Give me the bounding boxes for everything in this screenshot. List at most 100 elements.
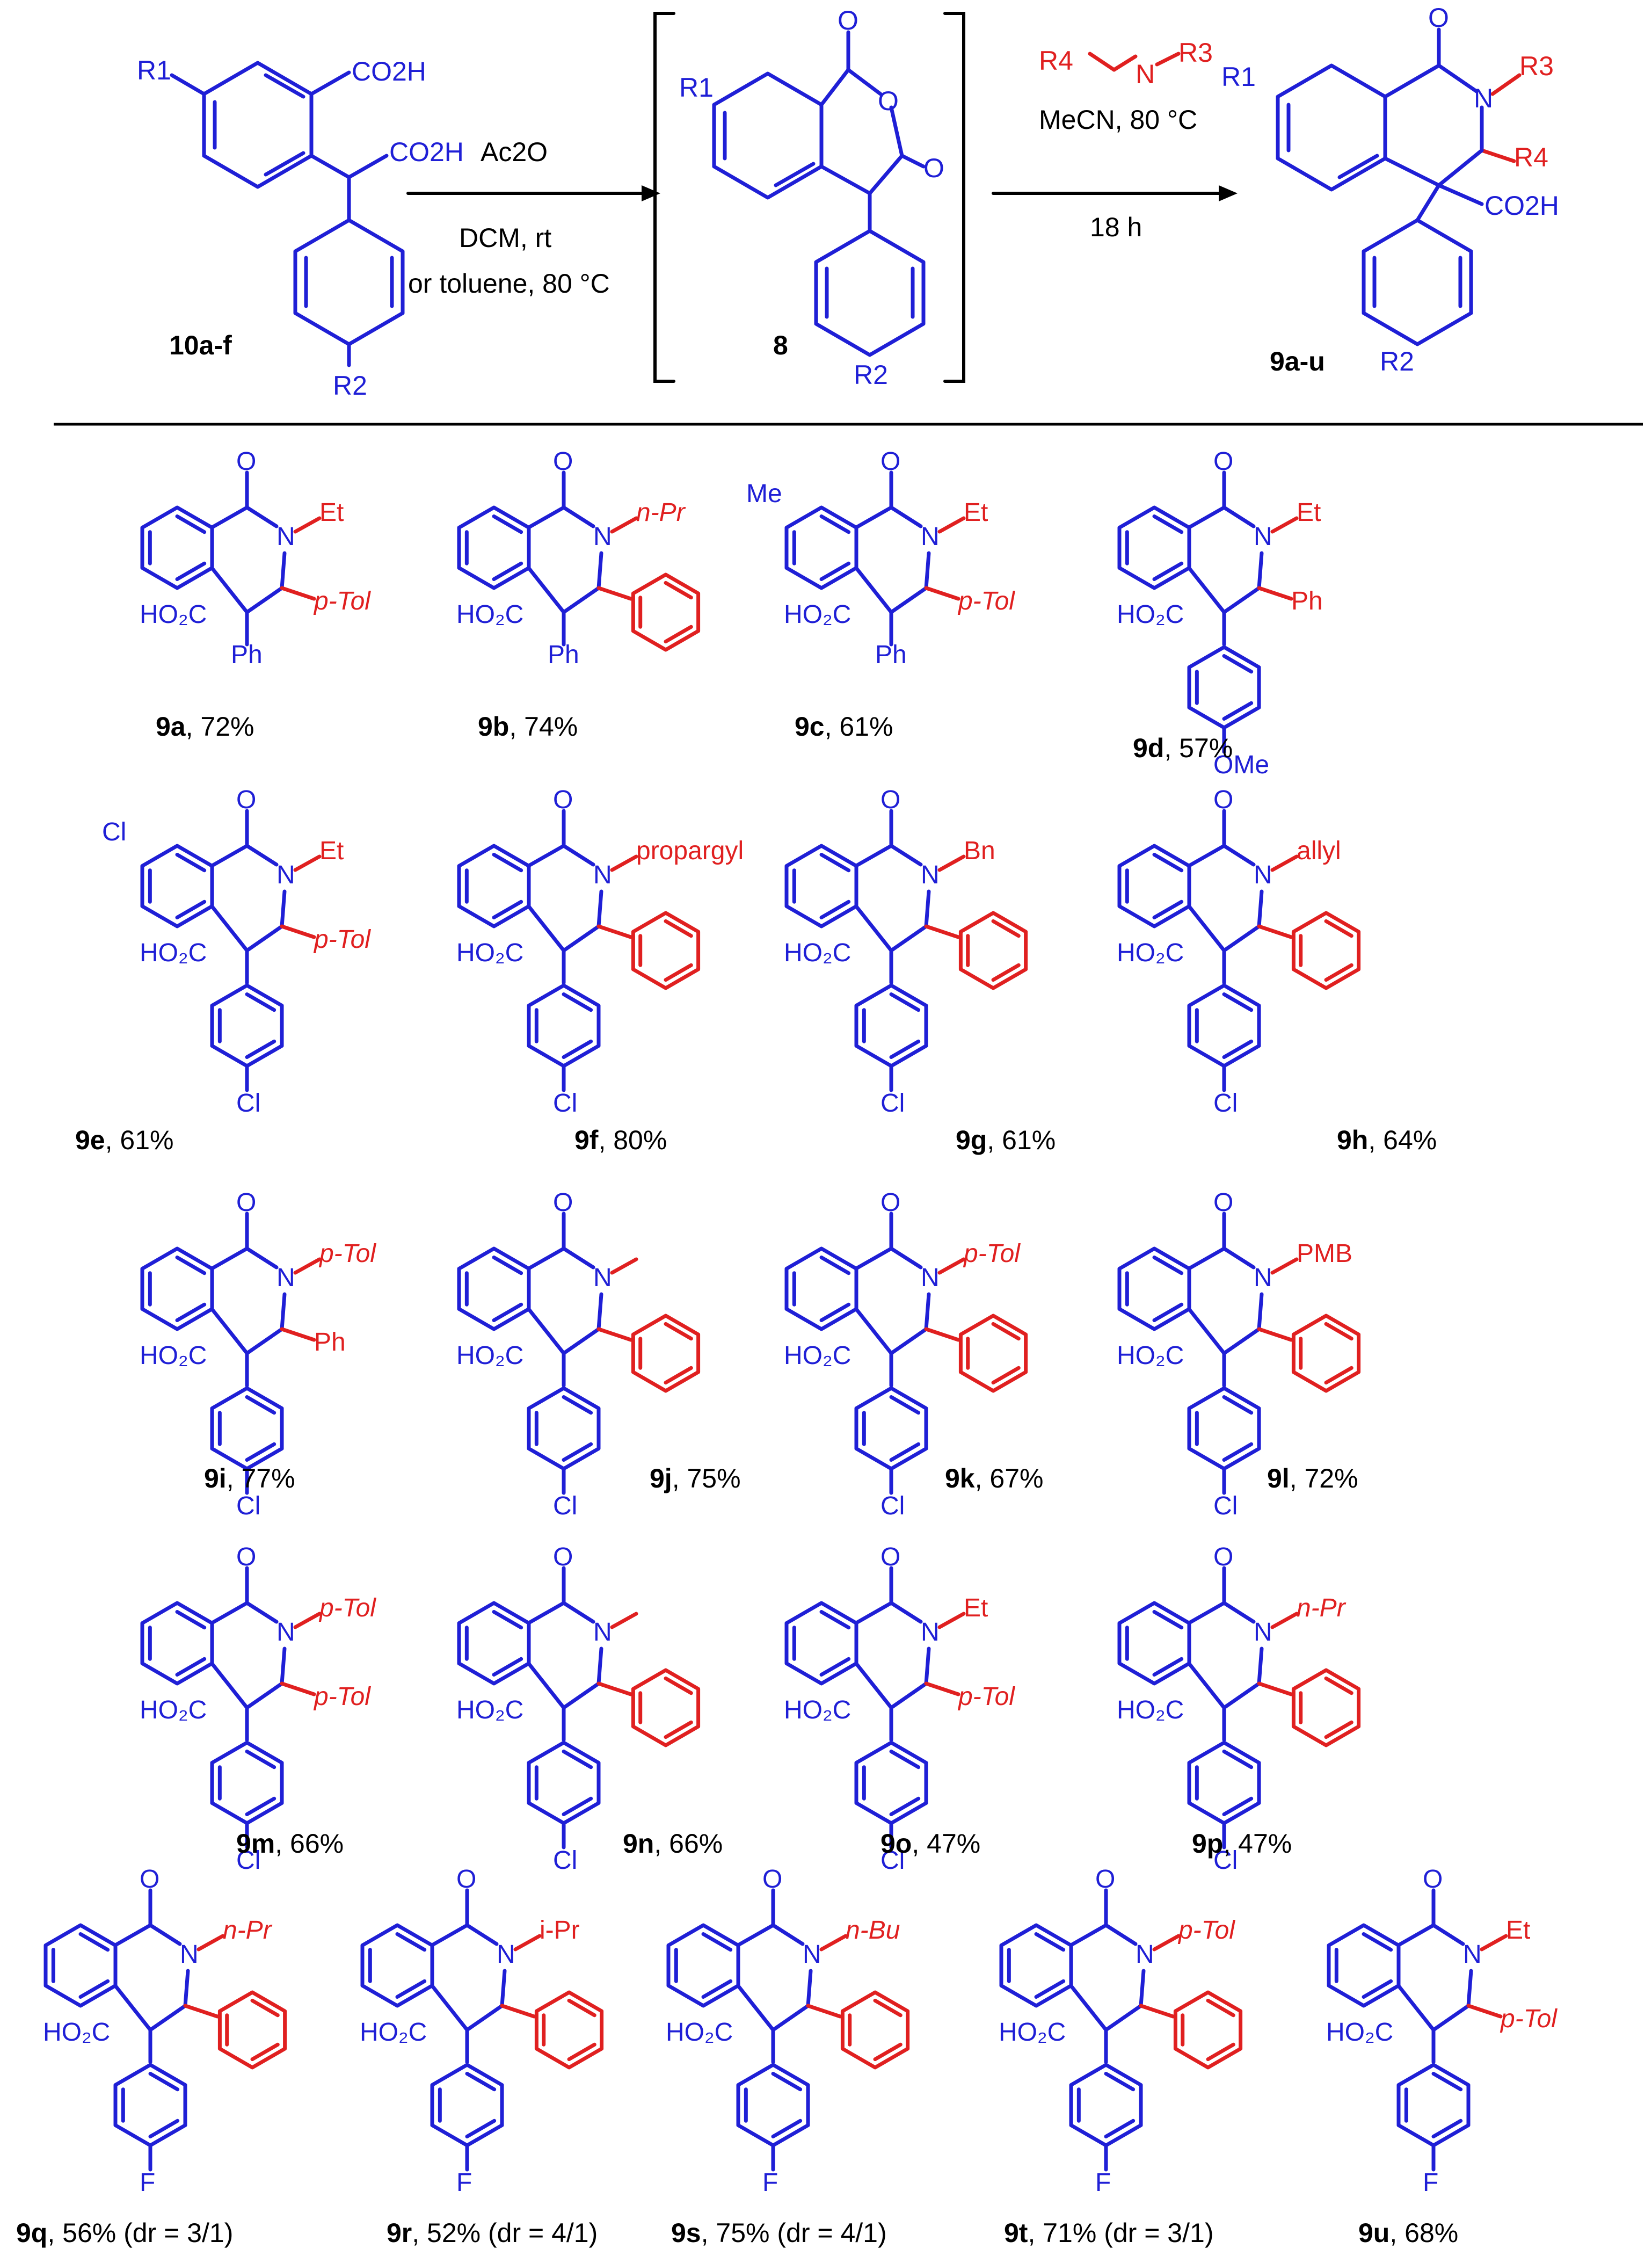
carbonyl-o: O bbox=[1423, 1865, 1443, 1894]
step2-reagent-r4: R4 bbox=[1039, 46, 1073, 76]
caption-9s: 9s, 75% (dr = 4/1) bbox=[671, 2218, 887, 2248]
n-substituent: Et bbox=[964, 1594, 988, 1622]
carbonyl-o: O bbox=[553, 1543, 573, 1571]
c4-aryl-ring bbox=[210, 983, 284, 1068]
lactam-n: N bbox=[180, 1940, 199, 1969]
co2h-label: HO₂C bbox=[140, 939, 207, 967]
lactam-n: N bbox=[276, 1618, 295, 1646]
c4-aryl-ring bbox=[854, 1386, 928, 1471]
arrow-step-2: R4 N R3 MeCN, 80 °C 18 h bbox=[992, 38, 1238, 242]
benzo-ring bbox=[457, 1246, 531, 1331]
c4-aryl-ring bbox=[210, 1740, 284, 1825]
c3-aryl-ring bbox=[1291, 911, 1361, 990]
c3-aryl-ring bbox=[631, 1314, 701, 1393]
benzo-ring bbox=[457, 1601, 531, 1686]
co2h-label: HO₂C bbox=[1326, 2018, 1393, 2047]
caption-9h: 9h, 64% bbox=[1337, 1125, 1437, 1155]
benzo-ring bbox=[784, 1246, 858, 1331]
co2h-label: HO₂C bbox=[456, 1341, 523, 1370]
c3-substituent: p-Tol bbox=[957, 1682, 1015, 1711]
carbonyl-o: O bbox=[236, 447, 256, 476]
prod-r3-label: R3 bbox=[1519, 51, 1554, 81]
aryl-para-sub: Cl bbox=[1213, 1089, 1238, 1118]
c3-substituent: p-Tol bbox=[957, 587, 1015, 615]
carbonyl-o: O bbox=[236, 786, 256, 814]
n-substituent: n-Pr bbox=[223, 1916, 273, 1945]
n-substituent: propargyl bbox=[636, 837, 744, 865]
prod-r2-label: R2 bbox=[1380, 346, 1414, 376]
benzo-ring bbox=[1117, 505, 1191, 590]
carbonyl-o: O bbox=[1095, 1865, 1115, 1894]
c4-aryl-ring bbox=[113, 2063, 187, 2148]
product-9: R1 O N R3 R4 CO2H R2 9a-u bbox=[1221, 3, 1559, 376]
c3-aryl-ring bbox=[534, 1990, 604, 2070]
caption-9o: 9o, 47% bbox=[880, 1829, 980, 1859]
co2h-label: HO₂C bbox=[784, 1696, 851, 1724]
aryl-para-sub: Cl bbox=[236, 1089, 260, 1118]
aryl-para-sub: F bbox=[1423, 2168, 1438, 2197]
n-substituent: Et bbox=[319, 837, 344, 865]
n-substituent: allyl bbox=[1297, 837, 1341, 865]
benzo-ring bbox=[140, 1601, 214, 1686]
aryl-para-sub: Cl bbox=[236, 1492, 260, 1520]
caption-9c: 9c, 61% bbox=[795, 712, 893, 742]
c4-aryl-ring bbox=[1187, 1386, 1261, 1471]
co2h-label-1: CO2H bbox=[352, 56, 426, 86]
lactam-n: N bbox=[921, 523, 940, 551]
c3-substituent: Ph bbox=[1291, 587, 1323, 615]
c4-aryl-ring bbox=[430, 2063, 504, 2148]
caption-9l: 9l, 72% bbox=[1267, 1463, 1358, 1493]
co2h-label: HO₂C bbox=[456, 600, 523, 629]
starting-material-10: R1 CO2H CO2H R2 10a-f bbox=[137, 55, 464, 401]
c4-aryl-ring bbox=[527, 1386, 601, 1471]
carbonyl-o: O bbox=[236, 1543, 256, 1571]
caption-9j: 9j, 75% bbox=[650, 1463, 741, 1493]
aryl-para-sub: F bbox=[140, 2168, 155, 2197]
aryl-para-sub: Cl bbox=[553, 1089, 577, 1118]
lactam-n: N bbox=[1254, 1618, 1272, 1646]
n-substituent: p-Tol bbox=[318, 1239, 376, 1268]
caption-9q: 9q, 56% (dr = 3/1) bbox=[16, 2218, 233, 2248]
co2h-label: HO₂C bbox=[140, 1696, 207, 1724]
aryl-para-sub: Cl bbox=[1213, 1492, 1238, 1520]
lactam-n: N bbox=[921, 1264, 940, 1292]
int-o-right: O bbox=[923, 153, 944, 183]
c4-aryl-ring bbox=[736, 2063, 810, 2148]
n-substituent: p-Tol bbox=[963, 1239, 1021, 1268]
co2h-label: HO₂C bbox=[784, 939, 851, 967]
aryl-para-sub: Cl bbox=[880, 1492, 905, 1520]
c3-aryl-ring bbox=[631, 1668, 701, 1747]
co2h-label: HO₂C bbox=[1117, 1341, 1184, 1370]
co2h-label: HO₂C bbox=[784, 1341, 851, 1370]
step2-time: 18 h bbox=[1090, 212, 1142, 242]
caption-9t: 9t, 71% (dr = 3/1) bbox=[1004, 2218, 1213, 2248]
aryl-para-sub: Cl bbox=[553, 1846, 577, 1875]
aryl-para-sub: OMe bbox=[1213, 751, 1269, 779]
lactam-n: N bbox=[1254, 861, 1272, 889]
benzo-ring bbox=[140, 1246, 214, 1331]
n-substituent: Et bbox=[964, 498, 988, 527]
co2h-label: HO₂C bbox=[43, 2018, 110, 2047]
n-substituent: n-Pr bbox=[636, 498, 686, 527]
c3-aryl-ring bbox=[631, 911, 701, 990]
prod-o-label: O bbox=[1428, 3, 1449, 33]
benzo-ring bbox=[1117, 1246, 1191, 1331]
lactam-n: N bbox=[593, 1264, 612, 1292]
benzo-ring bbox=[666, 1923, 740, 2008]
aryl-para-sub: F bbox=[456, 2168, 472, 2197]
aryl-para-sub: Cl bbox=[236, 1846, 260, 1875]
lactam-n: N bbox=[276, 861, 295, 889]
